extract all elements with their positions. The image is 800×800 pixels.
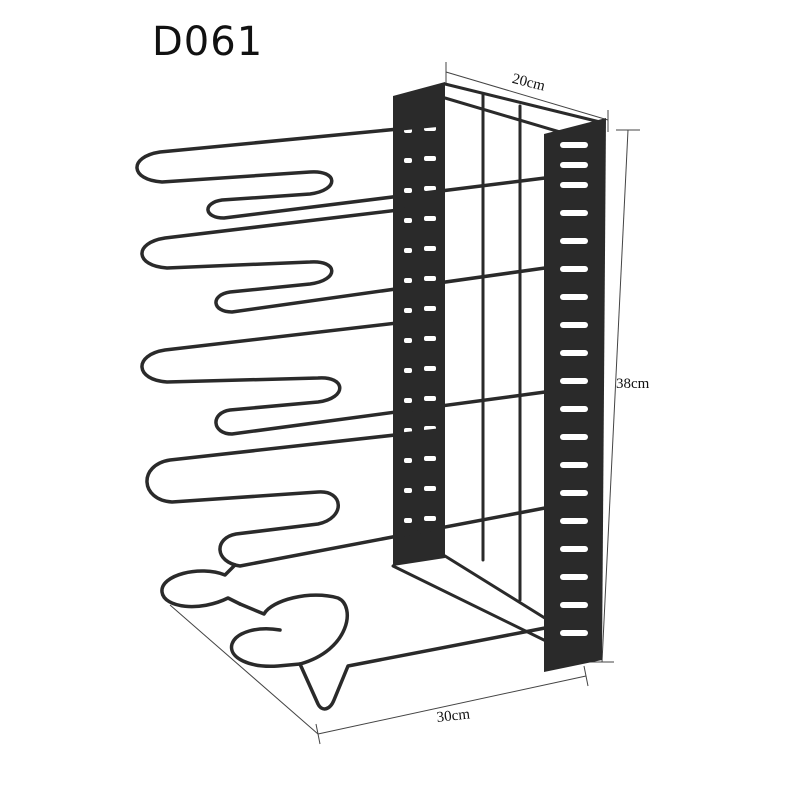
holder-arms — [135, 123, 547, 711]
dimension-lines — [169, 62, 640, 745]
base-ring-right — [229, 593, 349, 668]
width-dimension-line — [445, 71, 609, 121]
height-dimension-line — [601, 129, 629, 663]
holder-arm-4 — [145, 428, 547, 568]
holder-arm-1 — [135, 123, 547, 220]
base-feet — [298, 626, 547, 711]
depth-dimension-line — [317, 675, 587, 735]
holder-arm-3 — [140, 316, 547, 436]
height-label: 38cm — [616, 376, 650, 392]
base-ring-left — [160, 563, 242, 609]
frame-wires — [391, 82, 602, 644]
front-panel — [544, 118, 606, 672]
product-code: D061 — [152, 19, 264, 65]
holder-arm-2 — [140, 203, 547, 314]
